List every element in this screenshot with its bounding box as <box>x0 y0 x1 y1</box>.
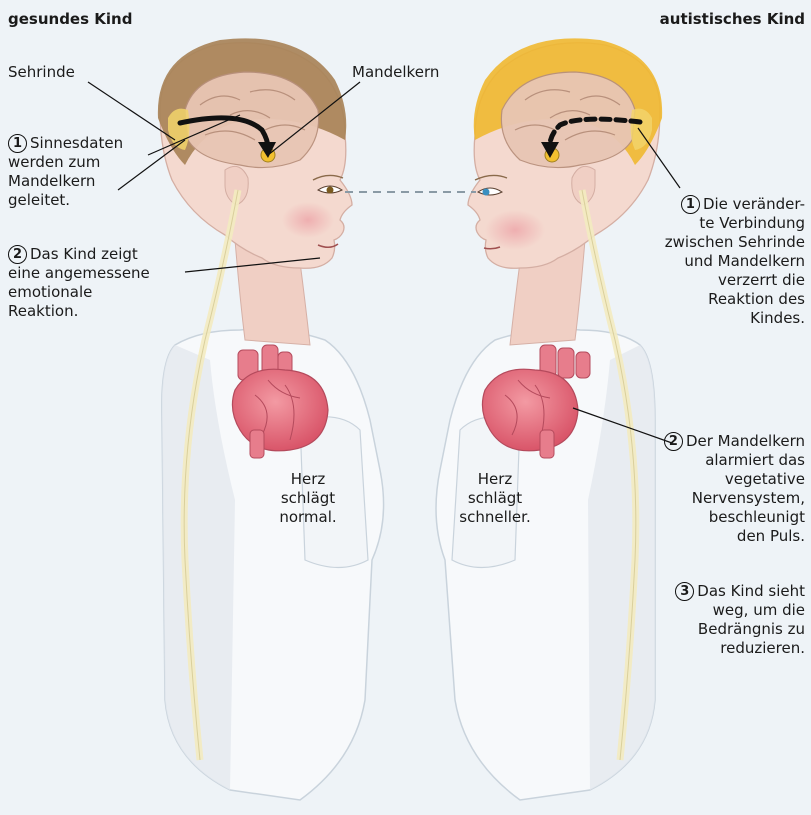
header-healthy-child: gesundes Kind <box>8 10 132 28</box>
step-number: 3 <box>675 582 694 601</box>
step-number: 2 <box>664 432 683 451</box>
label-mandelkern: Mandelkern <box>352 63 439 82</box>
step-number: 1 <box>681 195 700 214</box>
header-autistic-child: autistisches Kind <box>660 10 805 28</box>
step-number: 1 <box>8 134 27 153</box>
right-heart-label: Herz schlägt schneller. <box>440 470 550 527</box>
step-number: 2 <box>8 245 27 264</box>
autistic-child-figure <box>436 38 662 800</box>
left-heart-label: Herz schlägt normal. <box>258 470 358 527</box>
label-sehrinde: Sehrinde <box>8 63 75 82</box>
